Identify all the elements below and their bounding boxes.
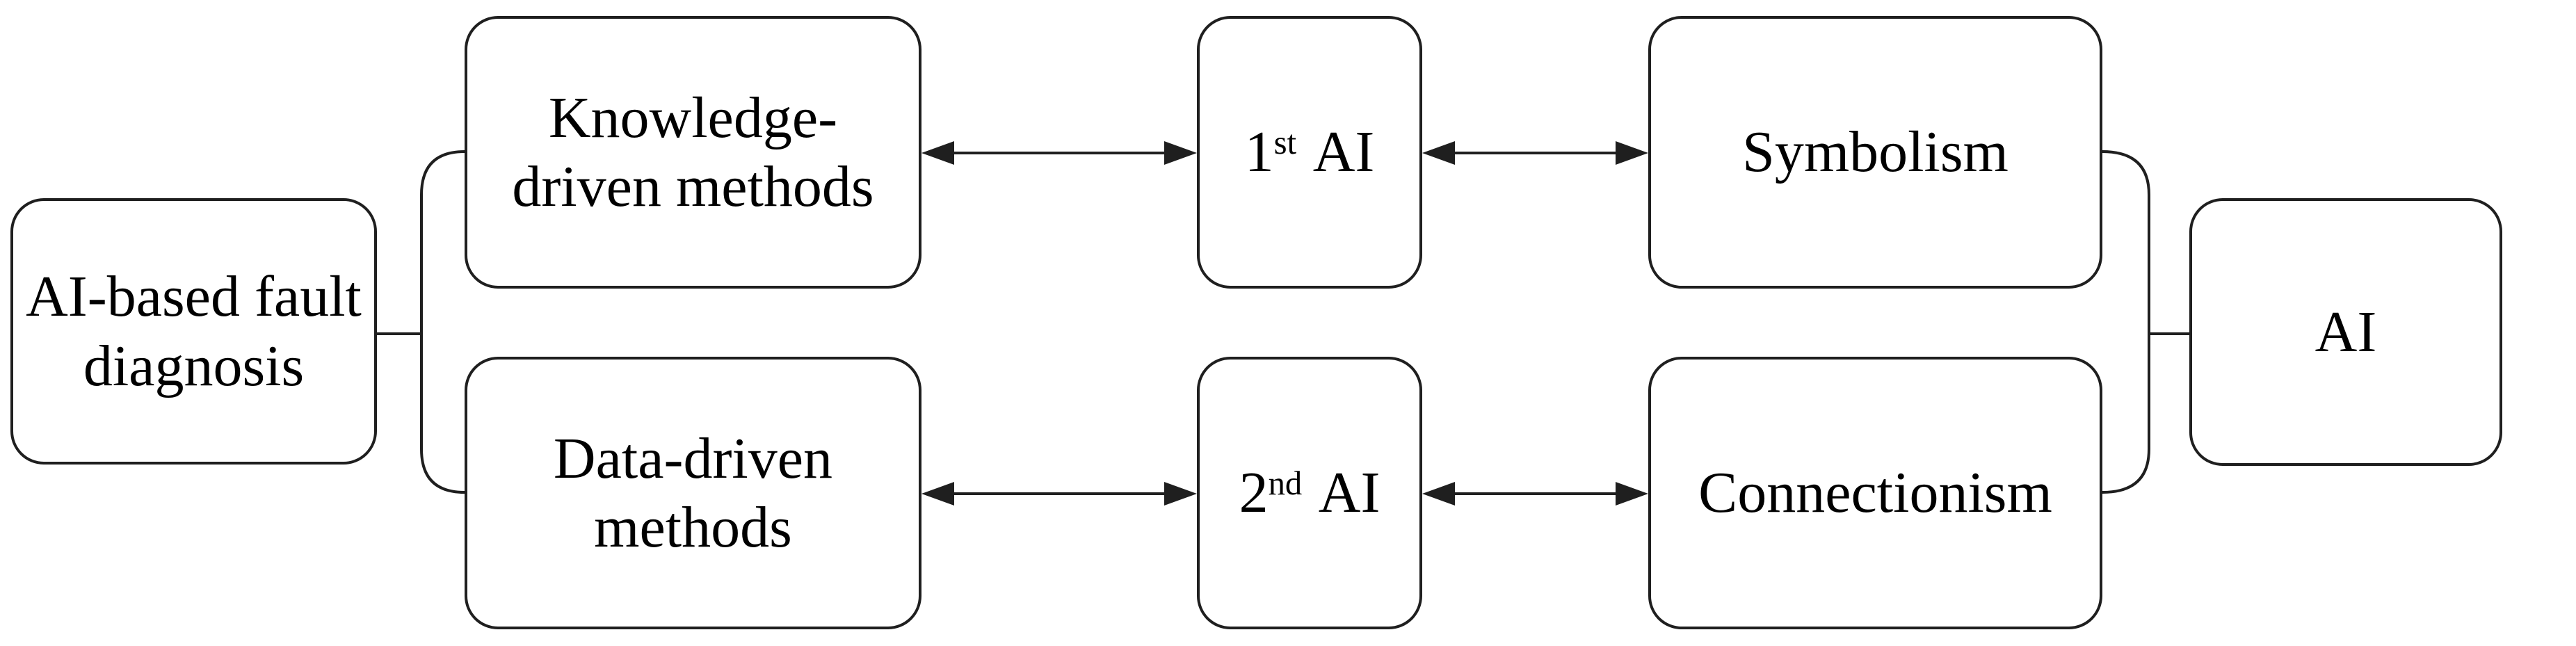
node-label-line: Data-driven — [553, 426, 833, 491]
node-data-driven-methods: Data-driven methods — [465, 357, 921, 629]
node-ai: AI — [2189, 198, 2502, 466]
node-label-line: AI — [2315, 299, 2377, 364]
node-label-line: Connectionism — [1698, 460, 2052, 526]
right-brace-connector — [2102, 150, 2150, 494]
node-label-line: 2nd AI — [1239, 458, 1380, 527]
double-arrow-data-second-ai — [921, 482, 1197, 506]
generation-label: AI — [1318, 460, 1380, 526]
ordinal-suffix: nd — [1268, 465, 1303, 503]
left-brace-connector — [420, 150, 465, 494]
node-label-line: driven methods — [512, 154, 874, 219]
node-ai-based-fault-diagnosis: AI-based fault diagnosis — [10, 198, 377, 465]
double-arrow-knowledge-first-ai — [921, 141, 1197, 165]
node-label-line: 1st AI — [1245, 118, 1375, 186]
node-label-line: methods — [594, 495, 792, 560]
generation-label: AI — [1312, 120, 1375, 185]
node-knowledge-driven-methods: Knowledge- driven methods — [465, 16, 921, 289]
node-first-ai: 1st AI — [1197, 16, 1422, 289]
generation-number: 2 — [1239, 460, 1269, 526]
double-arrow-first-ai-symbolism — [1422, 141, 1648, 165]
ordinal-suffix: st — [1273, 124, 1297, 162]
node-label-line: Knowledge- — [548, 85, 838, 150]
node-symbolism: Symbolism — [1648, 16, 2102, 289]
node-label-line: AI-based fault — [26, 264, 362, 330]
node-label-line: Symbolism — [1742, 120, 2009, 185]
node-connectionism: Connectionism — [1648, 357, 2102, 629]
node-label-line: diagnosis — [83, 333, 305, 398]
double-arrow-second-ai-connectionism — [1422, 482, 1648, 506]
node-second-ai: 2nd AI — [1197, 357, 1422, 629]
generation-number: 1 — [1244, 120, 1274, 185]
